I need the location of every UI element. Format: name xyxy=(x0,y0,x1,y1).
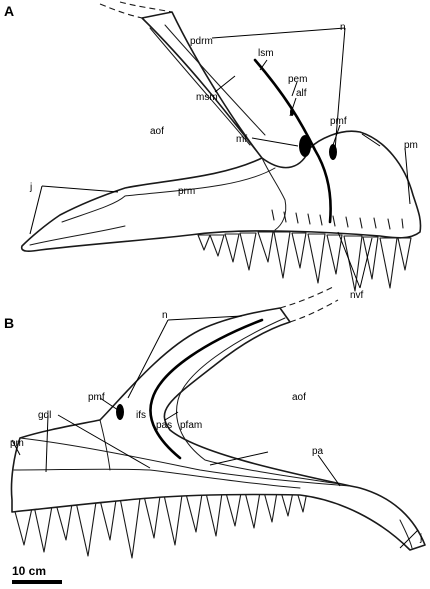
panel-a-label-mf: mf xyxy=(236,134,247,145)
scale-bar-label: 10 cm xyxy=(12,564,46,578)
panel-b-label-j: j xyxy=(419,533,422,544)
panel-a-label-aof: aof xyxy=(150,126,164,137)
panel-b-label-n: n xyxy=(162,310,168,321)
panel-b-label-pa: pa xyxy=(312,446,324,457)
panel-a-maxillary-fenestra xyxy=(299,135,311,157)
panel-b-leaders xyxy=(11,315,419,549)
panel-b-label-ifs: ifs xyxy=(136,410,146,421)
panel-a-label-pem: pem xyxy=(288,74,307,85)
panel-a-label-nvf: nvf xyxy=(350,290,364,301)
panel-a-label-lsm: lsm xyxy=(258,48,274,59)
panel-a-label-n: n xyxy=(340,22,346,33)
panel-a-label-prm: prm xyxy=(178,186,195,197)
panel-a-label-alf: alf xyxy=(296,88,307,99)
panel-a: A xyxy=(4,1,422,301)
panel-a-label-j: j xyxy=(29,182,32,193)
panel-b-maxilla xyxy=(10,307,426,551)
panel-b-antorbital-fossa-rim xyxy=(149,318,264,460)
panel-b-label-aof: aof xyxy=(292,392,306,403)
panel-b-label-pfam: pfam xyxy=(180,420,202,431)
panel-b-label-gdl: gdl xyxy=(38,410,51,421)
panel-a-leaders xyxy=(29,27,411,289)
panel-b-label-pmf: pmf xyxy=(88,392,105,403)
panel-b-letter: B xyxy=(4,315,14,331)
panel-b-label-pas: pas xyxy=(156,420,172,431)
panel-b-teeth xyxy=(13,491,308,559)
scale-bar: 10 cm xyxy=(12,564,62,584)
panel-b-promaxillary-fenestra xyxy=(116,404,124,420)
scale-bar-line xyxy=(12,580,62,584)
panel-a-label-msm: msm xyxy=(196,92,218,103)
panel-a-antorbital-fossa-rim xyxy=(253,58,332,224)
panel-b-broken-end xyxy=(279,285,339,323)
panel-a-teeth xyxy=(197,231,412,292)
panel-a-label-pm: pm xyxy=(404,140,418,151)
panel-a-neurovascular-foramina xyxy=(271,209,404,230)
panel-a-broken-end xyxy=(99,1,173,19)
panel-a-label-pdrm: pdrm xyxy=(190,36,213,47)
panel-b-label-pm: pm xyxy=(10,438,24,449)
panel-a-label-pmf: pmf xyxy=(330,116,347,127)
panel-b: B xyxy=(4,285,426,559)
panel-a-letter: A xyxy=(4,3,14,19)
